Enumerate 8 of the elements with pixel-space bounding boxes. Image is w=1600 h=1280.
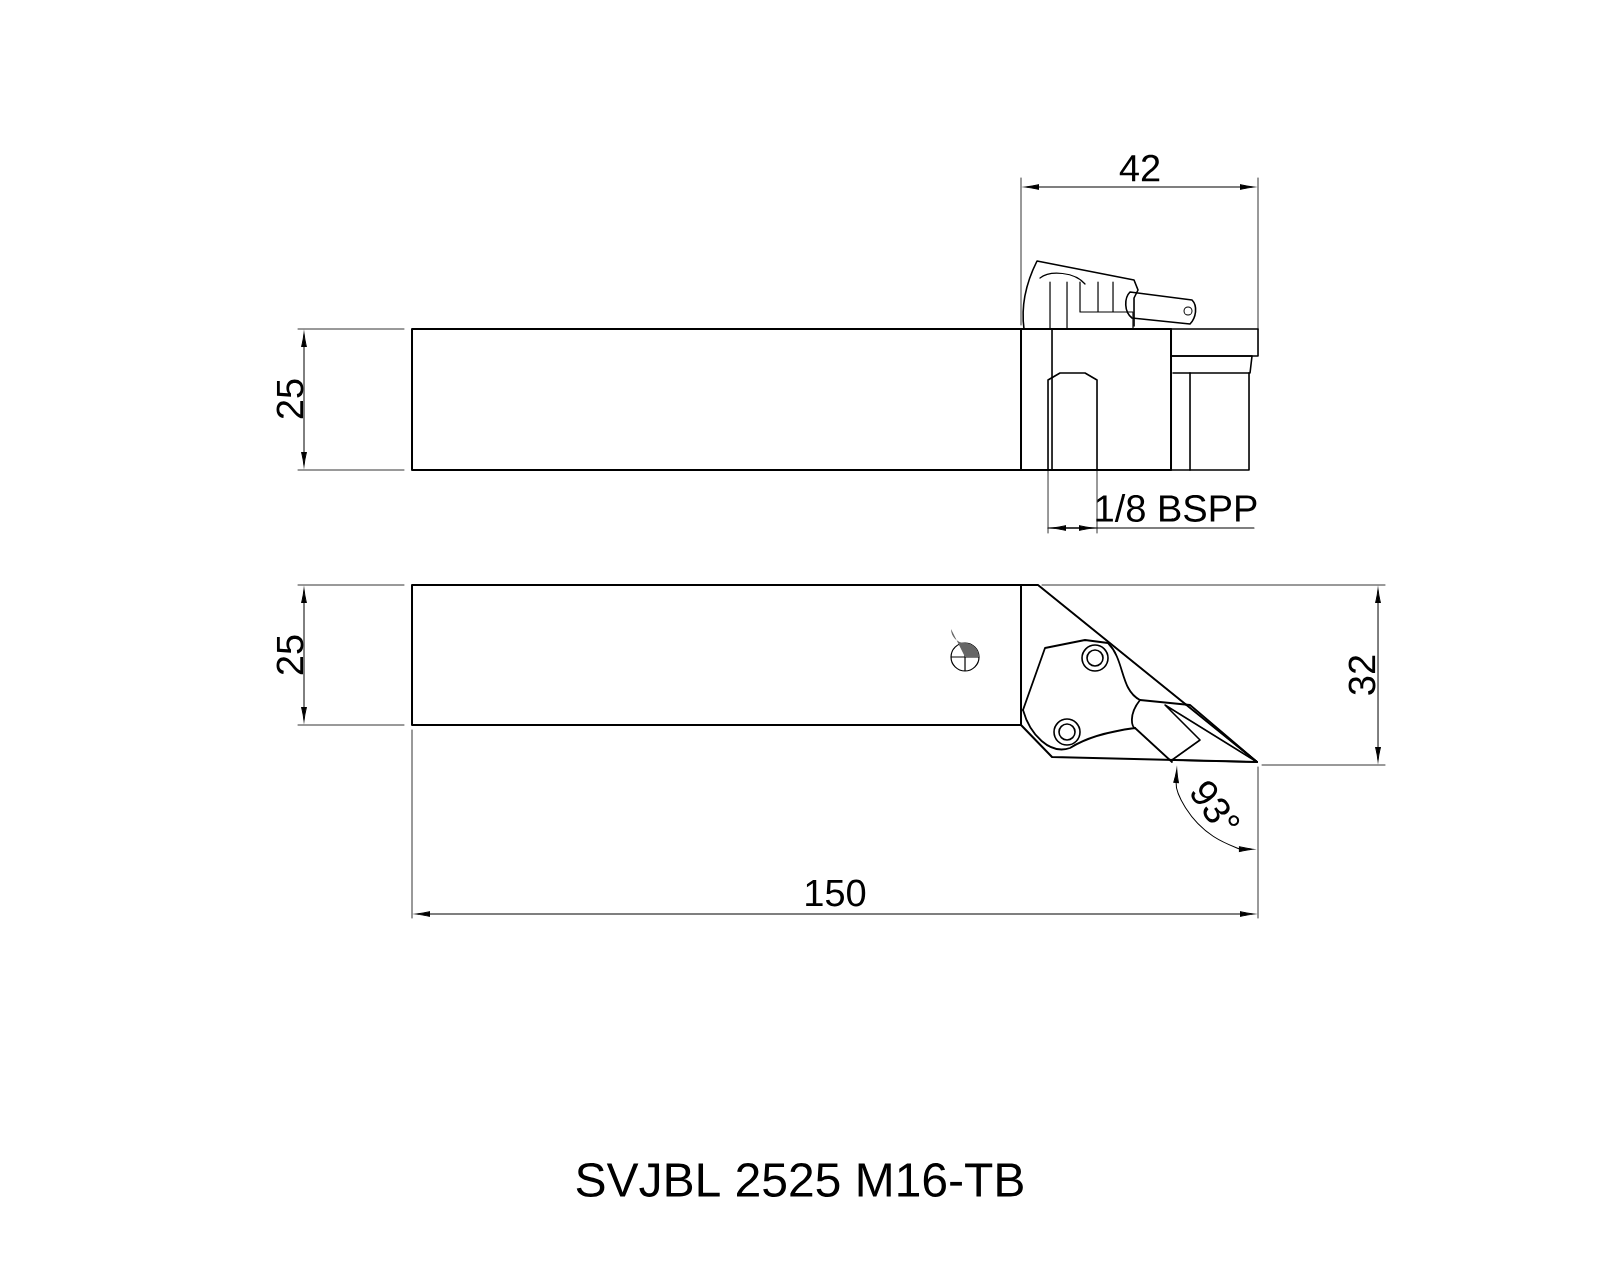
dimension-label: 1/8 BSPP [1096, 494, 1257, 522]
dimension-label: 25 [276, 379, 304, 419]
dimension-label: 25 [276, 635, 304, 675]
dimension-label: 150 [806, 879, 866, 907]
dimension-label: 42 [1119, 154, 1160, 182]
dimension-label: 32 [1348, 655, 1376, 695]
part-number: SVJBL 2525 M16-TB [576, 1163, 1023, 1197]
dimension-label: 93° [1191, 781, 1240, 826]
